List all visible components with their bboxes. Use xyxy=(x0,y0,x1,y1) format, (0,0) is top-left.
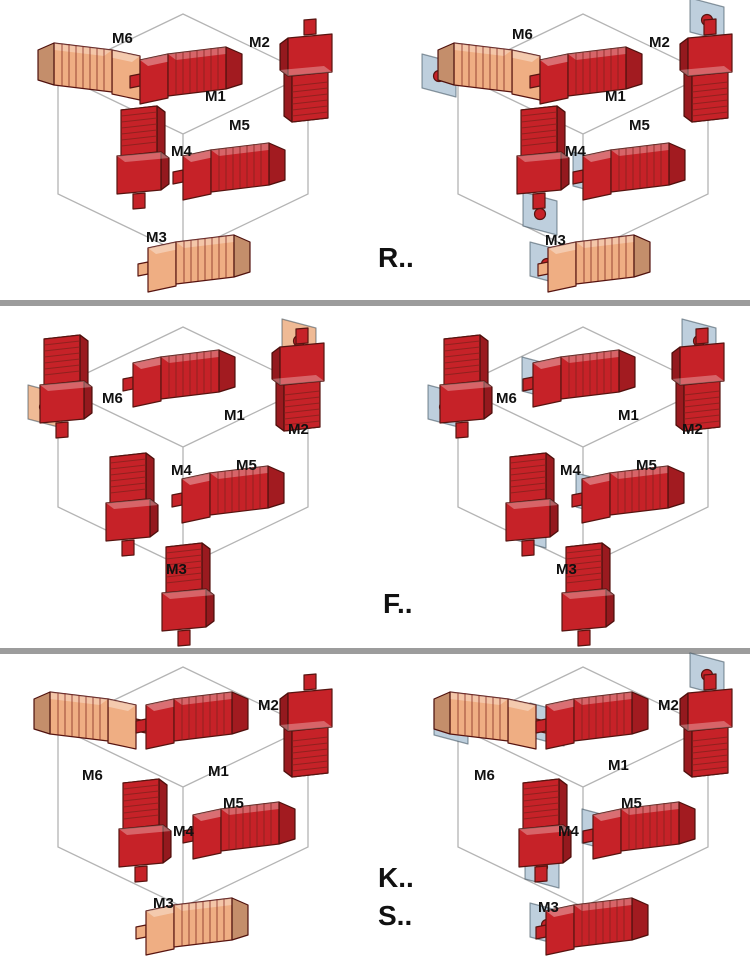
series-label-F: F.. xyxy=(383,588,413,619)
position-label-M2: M2 xyxy=(288,421,309,438)
position-label-M1: M1 xyxy=(608,757,629,774)
position-label-M3: M3 xyxy=(166,561,187,578)
position-label-M3: M3 xyxy=(556,561,577,578)
position-label-M6: M6 xyxy=(112,30,133,47)
position-label-M1: M1 xyxy=(224,407,245,424)
position-label-M4: M4 xyxy=(171,462,192,479)
gearmotor-M2 xyxy=(679,673,733,778)
section-divider-1 xyxy=(0,300,750,306)
position-label-M4: M4 xyxy=(173,823,194,840)
cluster-R-foot: M6 M2 M1 M5 M4 M3 xyxy=(8,2,358,300)
position-label-M4: M4 xyxy=(171,143,192,160)
series-label-S: S.. xyxy=(378,900,413,931)
gearmotor-M4 xyxy=(118,778,172,883)
gearmotor-M4 xyxy=(505,452,559,557)
cluster-F-flange-graphic xyxy=(427,318,725,647)
position-label-M1: M1 xyxy=(605,88,626,105)
gearmotor-M4 xyxy=(105,452,159,557)
position-label-M4: M4 xyxy=(565,143,586,160)
position-label-M6: M6 xyxy=(82,767,103,784)
position-label-M3: M3 xyxy=(146,229,167,246)
position-label-M5: M5 xyxy=(629,117,650,134)
gearmotor-M1 xyxy=(135,691,249,750)
gearmotor-M2 xyxy=(671,327,725,432)
position-label-M2: M2 xyxy=(682,421,703,438)
gearmotor-M5 xyxy=(571,465,685,524)
gearmotor-M6 xyxy=(33,691,147,750)
cluster-KS-flange-graphic xyxy=(433,652,733,956)
gearmotor-M6 xyxy=(39,334,93,439)
position-label-M5: M5 xyxy=(636,457,657,474)
gearmotor-M1 xyxy=(535,691,649,750)
position-label-M1: M1 xyxy=(205,88,226,105)
gearmotor-M2 xyxy=(271,327,325,432)
cluster-F-flange: M6 M1 M2 M4 M5 M3 xyxy=(408,315,750,647)
position-label-M3: M3 xyxy=(545,232,566,249)
gearmotor-M3 xyxy=(561,542,615,647)
cluster-KS-flange: M2 M6 M1 M5 M4 M3 xyxy=(408,652,750,971)
position-label-M2: M2 xyxy=(649,34,670,51)
gearmotor-M5 xyxy=(572,142,686,201)
cluster-KS-foot-graphic xyxy=(33,666,333,956)
cluster-R-flange: M6 M2 M1 M5 M4 M3 xyxy=(408,0,750,300)
cluster-F-foot: M6 M1 M2 M4 M5 M3 xyxy=(8,315,358,647)
gearmotor-M3 xyxy=(161,542,215,647)
position-label-M1: M1 xyxy=(618,407,639,424)
position-label-M4: M4 xyxy=(560,462,581,479)
position-label-M6: M6 xyxy=(512,26,533,43)
gearmotor-M2 xyxy=(679,18,733,123)
gearmotor-M6 xyxy=(433,691,547,750)
gearmotor-M2 xyxy=(279,18,333,123)
position-label-M1: M1 xyxy=(208,763,229,780)
position-label-M2: M2 xyxy=(258,697,279,714)
cluster-F-foot-graphic xyxy=(27,318,325,647)
series-label-K: K.. xyxy=(378,862,414,893)
position-label-M5: M5 xyxy=(229,117,250,134)
position-label-M2: M2 xyxy=(249,34,270,51)
series-label-R: R.. xyxy=(378,242,414,273)
position-label-M5: M5 xyxy=(236,457,257,474)
gearmotor-M4 xyxy=(116,105,170,210)
gearmotor-M1 xyxy=(122,349,236,408)
gearmotor-M2 xyxy=(279,673,333,778)
gearmotor-M1 xyxy=(522,349,636,408)
position-label-M3: M3 xyxy=(153,895,174,912)
position-label-M6: M6 xyxy=(474,767,495,784)
gearmotor-M4 xyxy=(516,105,570,210)
position-label-M5: M5 xyxy=(621,795,642,812)
cluster-KS-foot: M2 M6 M1 M5 M4 M3 xyxy=(8,655,358,971)
position-label-M5: M5 xyxy=(223,795,244,812)
position-label-M3: M3 xyxy=(538,899,559,916)
position-label-M6: M6 xyxy=(496,390,517,407)
position-label-M2: M2 xyxy=(658,697,679,714)
gearmotor-M6 xyxy=(439,334,493,439)
position-label-M4: M4 xyxy=(558,823,579,840)
position-label-M6: M6 xyxy=(102,390,123,407)
section-divider-2 xyxy=(0,648,750,654)
